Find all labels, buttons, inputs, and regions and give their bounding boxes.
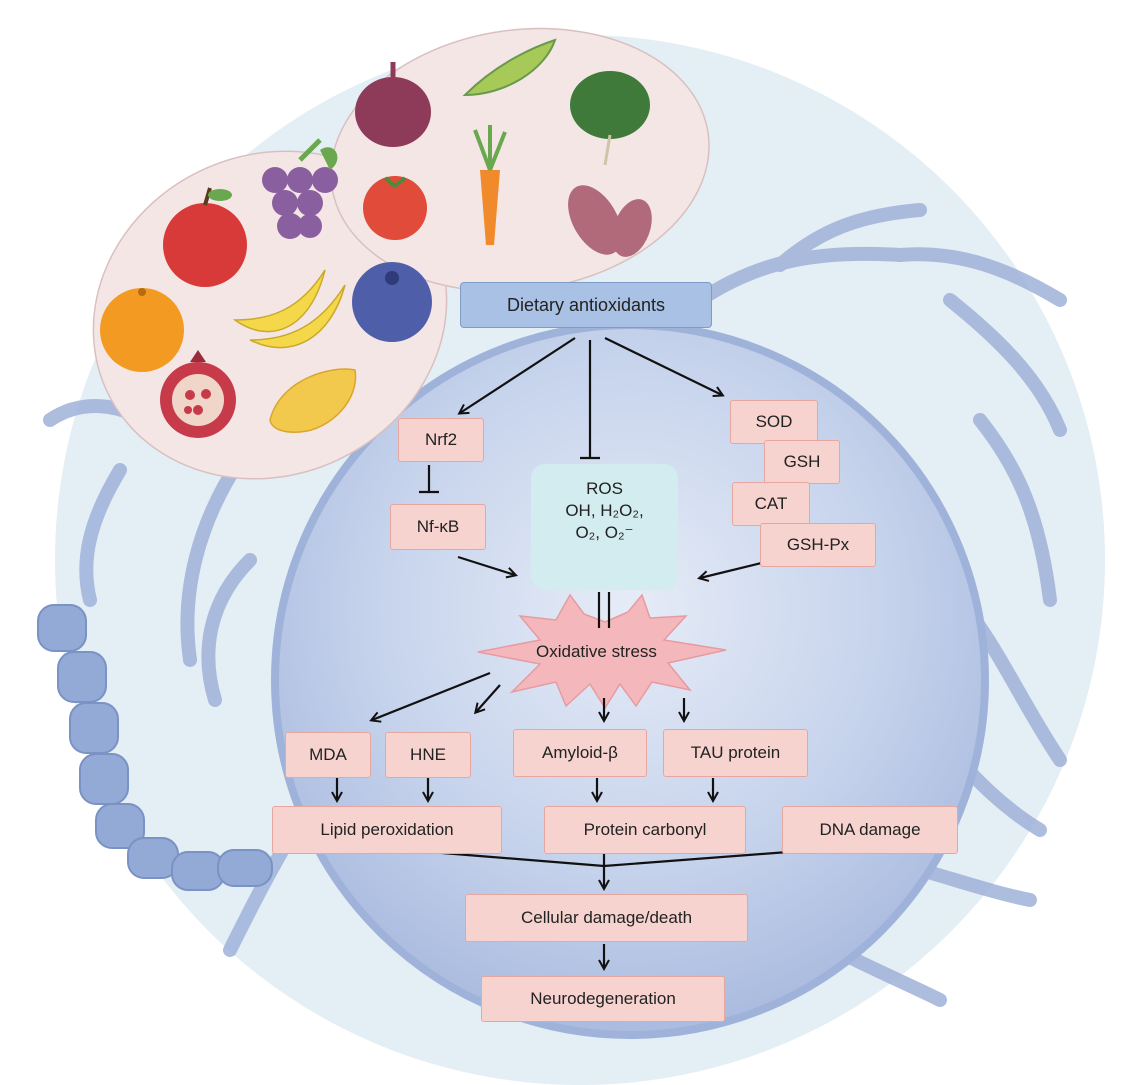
ros-box: ROS OH, H₂O₂, O₂, O₂⁻ — [531, 464, 678, 590]
protein-carbonyl-box: Protein carbonyl — [544, 806, 746, 854]
grapes-icon — [262, 138, 338, 239]
orange-icon — [100, 288, 184, 372]
onion-icon — [355, 62, 431, 147]
lipid-peroxidation-box: Lipid peroxidation — [272, 806, 502, 854]
blueberry-icon — [352, 262, 432, 342]
pea-pod-icon — [462, 38, 557, 97]
connector-lines — [337, 337, 789, 968]
axon — [37, 604, 273, 891]
hne-box: HNE — [385, 732, 471, 778]
line-dna-merge — [603, 850, 789, 868]
pomegranate-icon — [160, 350, 236, 438]
dietary-antioxidants-box: Dietary antioxidants — [460, 282, 712, 328]
neurodegeneration-box: Neurodegeneration — [481, 976, 725, 1022]
apple-icon — [163, 187, 247, 287]
arrow-to-enzymes — [604, 337, 722, 395]
cat-box: CAT — [732, 482, 810, 526]
arrow-to-mda — [372, 671, 491, 720]
line-lipid-merge — [429, 850, 605, 868]
gsh-px-box: GSH-Px — [760, 523, 876, 567]
arrow-to-nrf2 — [460, 337, 576, 413]
dna-damage-box: DNA damage — [782, 806, 958, 854]
ros-line-3: O₂, O₂⁻ — [575, 523, 634, 542]
nrf2-box: Nrf2 — [398, 418, 484, 462]
mango-icon — [269, 368, 357, 433]
cellular-damage-box: Cellular damage/death — [465, 894, 748, 942]
carrot-icon — [473, 125, 507, 245]
banana-icon — [232, 269, 346, 349]
mda-box: MDA — [285, 732, 371, 778]
tomato-icon — [363, 176, 427, 240]
gsh-box: GSH — [764, 440, 840, 484]
spinach-icon — [570, 71, 650, 166]
sweet-potato-icon — [568, 185, 652, 257]
oxidative-stress-label: Oxidative stress — [536, 642, 657, 661]
amyloid-box: Amyloid-β — [513, 729, 647, 777]
sod-box: SOD — [730, 400, 818, 444]
arrow-to-hne — [476, 684, 501, 712]
tau-protein-box: TAU protein — [663, 729, 808, 777]
arrow-nfkb-to-ros — [457, 555, 515, 575]
nfkb-box: Nf-κB — [390, 504, 486, 550]
ros-line-2: OH, H₂O₂, — [565, 501, 644, 520]
ros-title: ROS — [586, 479, 623, 498]
